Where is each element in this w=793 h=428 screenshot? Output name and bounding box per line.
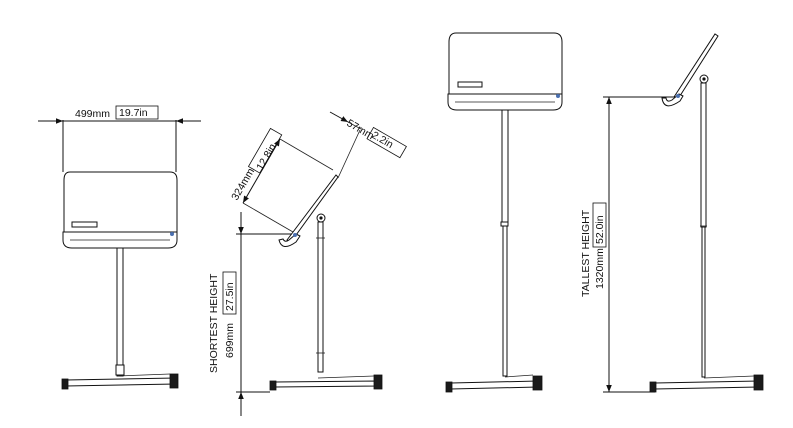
desk-length-in-label: 12.8in (254, 142, 279, 173)
tallest-height-mm-label: 1320mm (594, 248, 606, 289)
tallest-height-in-label: 52.0in (594, 215, 606, 244)
desk-length-mm-label: 324mm (229, 166, 257, 203)
side-view-shortest: 324mm 12.8in 57mm 2.2in SHORTEST HEIGHT … (208, 111, 407, 416)
front-view-short: 499mm 19.7in (38, 105, 201, 390)
tallest-height-label: TALLEST HEIGHT (580, 209, 592, 297)
shortest-height-in-label: 27.5in (224, 282, 236, 311)
width-mm-label: 499mm (75, 108, 110, 120)
width-in-label: 19.7in (119, 107, 148, 119)
shortest-height-label: SHORTEST HEIGHT (208, 273, 220, 373)
side-view-tallest: TALLEST HEIGHT 1320mm 52.0in (580, 33, 764, 393)
shortest-height-mm-label: 699mm (224, 323, 236, 358)
front-view-tall (445, 32, 563, 393)
